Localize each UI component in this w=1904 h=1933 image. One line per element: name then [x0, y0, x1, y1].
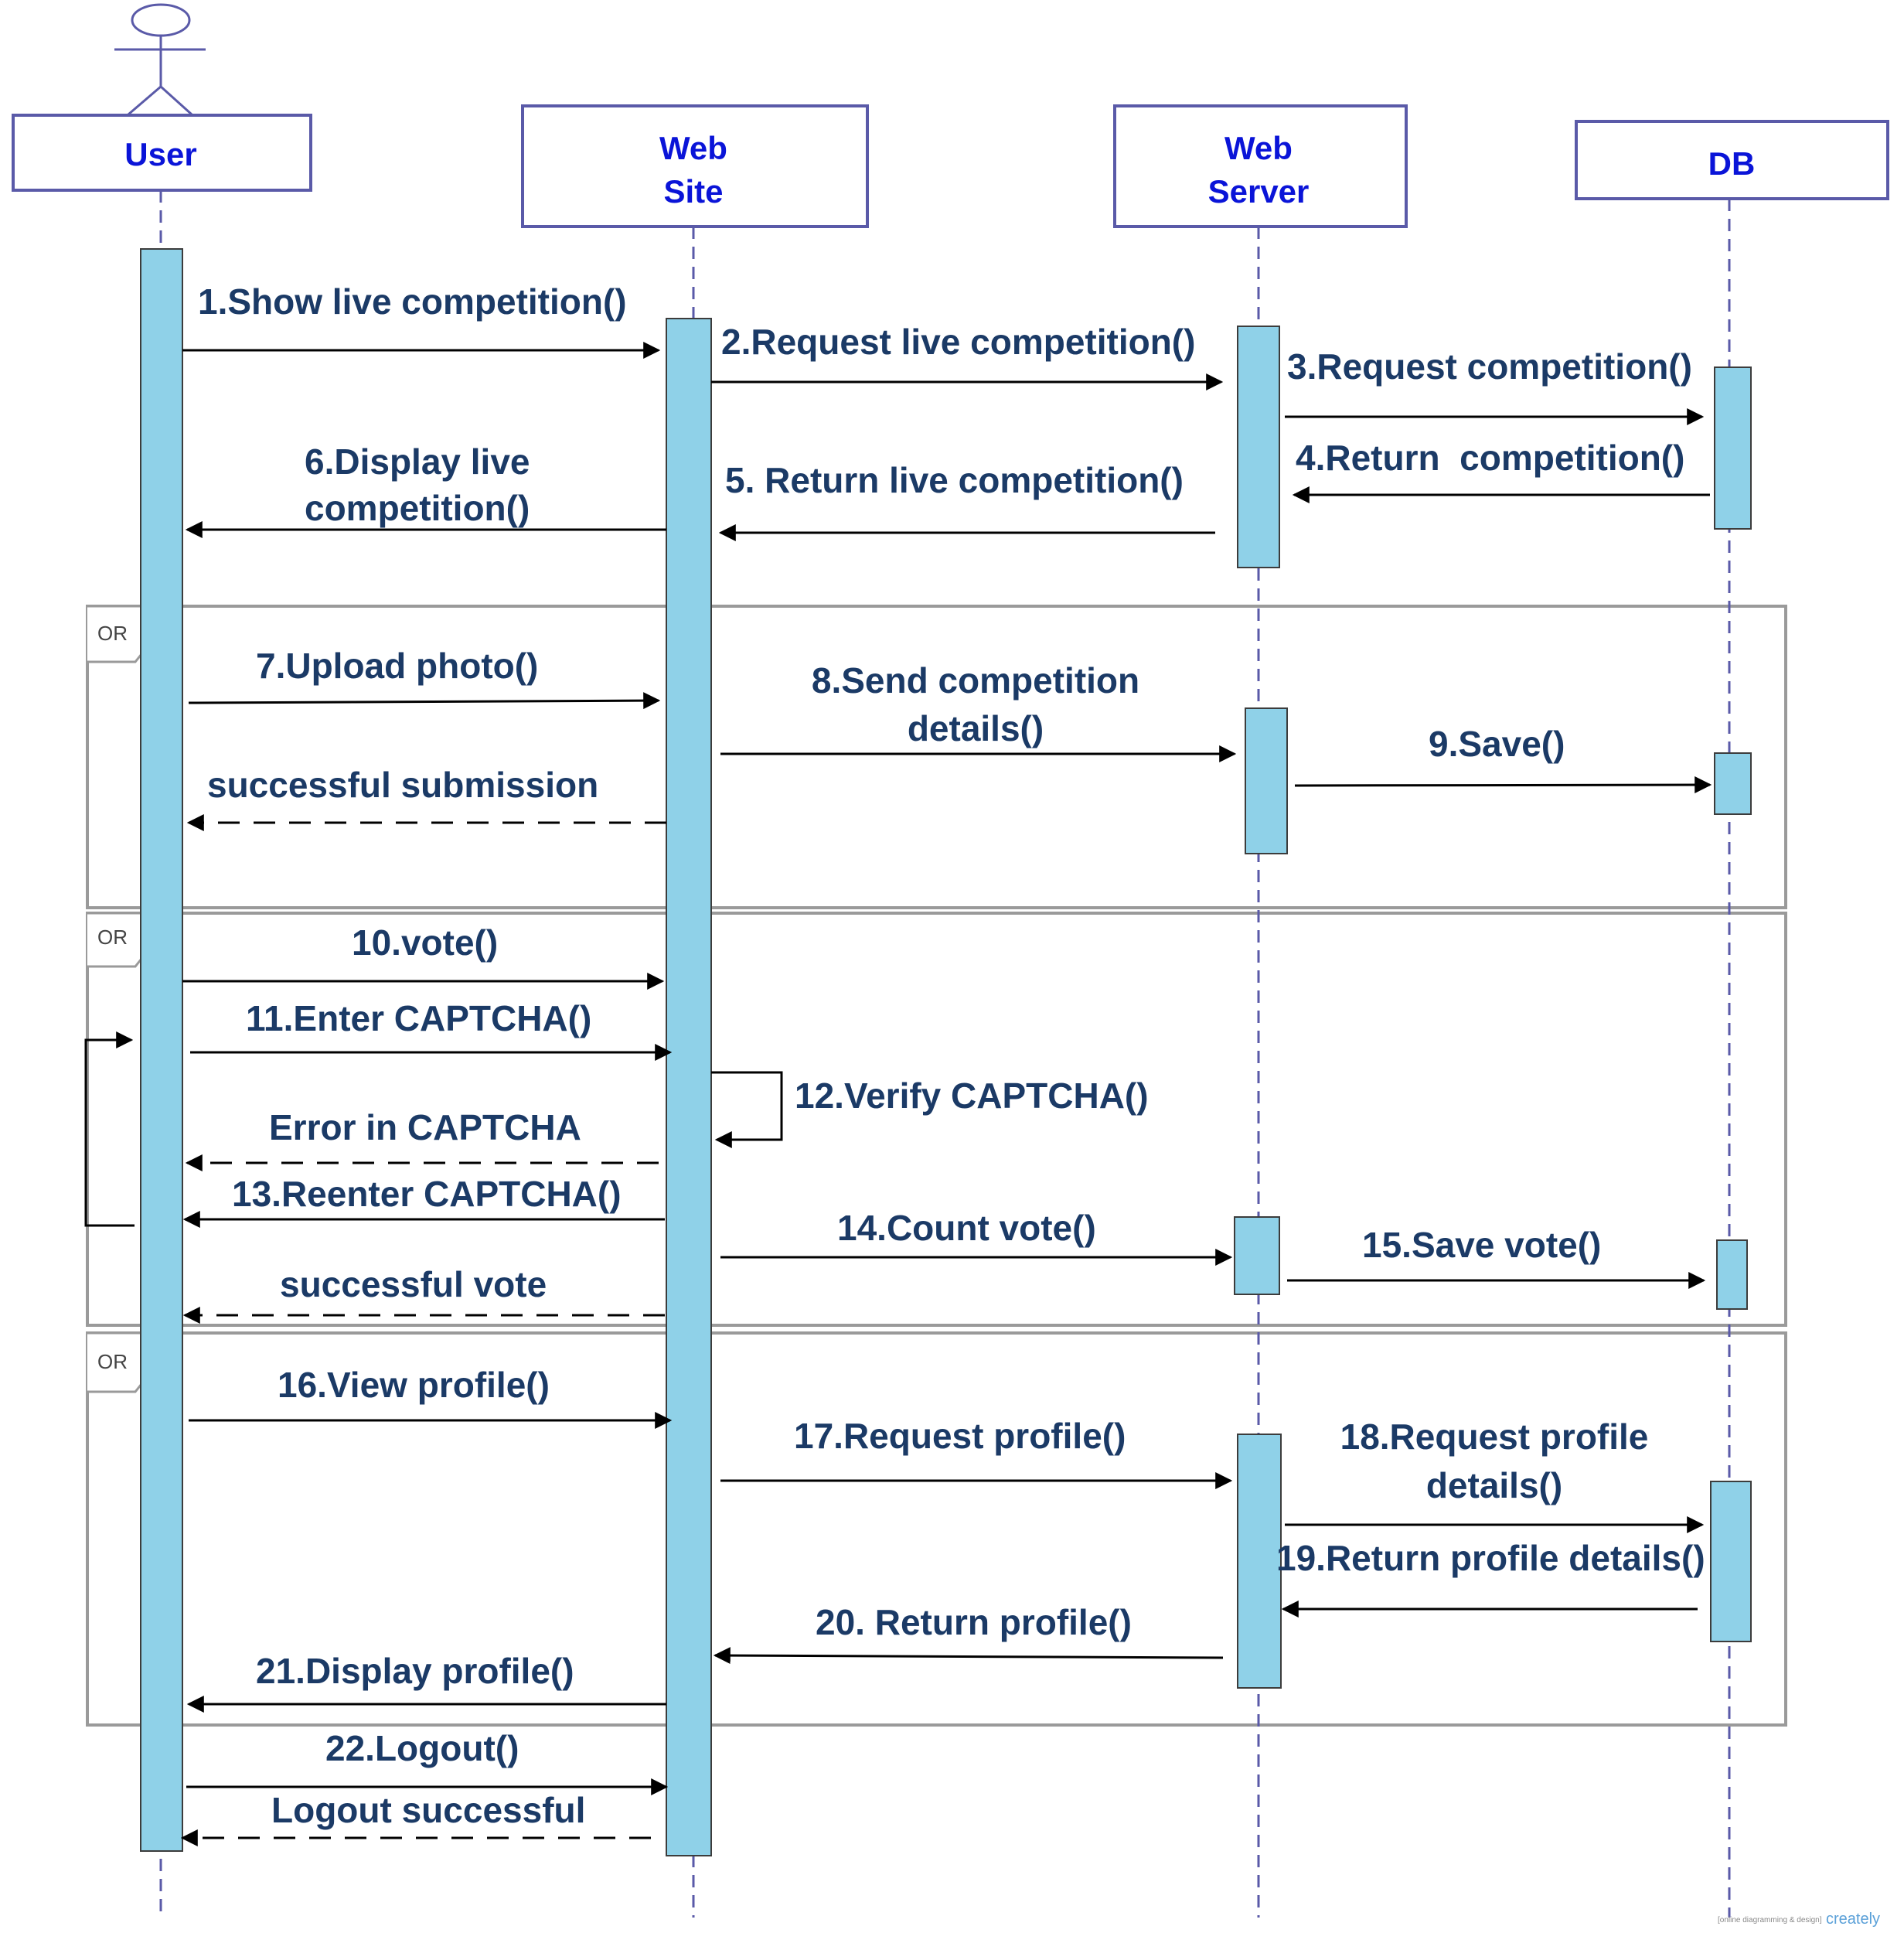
fragment-or-2: OR [86, 912, 1787, 1327]
message-labels: 1.Show live competition() 2.Request live… [198, 281, 1705, 1830]
msg-6-label-2: competition() [305, 488, 530, 528]
participant-webserver: Web Server [1113, 104, 1408, 228]
msg-10-label: 10.vote() [352, 922, 498, 963]
msg-18-label-2: details() [1426, 1465, 1562, 1505]
activation-db-3 [1716, 1239, 1748, 1310]
watermark-tagline: [online diagramming & design] [1718, 1916, 1822, 1924]
activation-db-4 [1710, 1481, 1752, 1642]
watermark-brand: creately [1826, 1911, 1880, 1928]
fragment-or-3-label: OR [97, 1350, 128, 1373]
return-vote-label: successful vote [280, 1264, 547, 1304]
return-submission-label: successful submission [207, 765, 598, 805]
msg-13-label: 13.Reenter CAPTCHA() [232, 1174, 622, 1214]
return-error-label: Error in CAPTCHA [269, 1107, 581, 1147]
msg-19-label: 19.Return profile details() [1276, 1538, 1705, 1578]
participant-db-label: DB [1708, 145, 1756, 182]
msg-3-label: 3.Request competition() [1287, 346, 1692, 387]
creately-watermark: [online diagramming & design] creately [1718, 1911, 1880, 1928]
fragment-or-2-label: OR [97, 926, 128, 949]
arrow-12-self [711, 1071, 783, 1148]
return-logout-label: Logout successful [271, 1790, 585, 1830]
msg-9-label: 9.Save() [1429, 724, 1565, 764]
msg-8-label-2: details() [908, 708, 1044, 748]
activation-db-2 [1714, 752, 1752, 815]
participant-user-label: User [124, 136, 196, 172]
msg-15-label: 15.Save vote() [1362, 1225, 1601, 1265]
msg-5-label: 5. Return live competition() [725, 460, 1184, 500]
activation-db-1 [1714, 366, 1752, 530]
activation-bars [140, 248, 1752, 1856]
msg-4-label: 4.Return competition() [1296, 438, 1684, 478]
msg-17-label: 17.Request profile() [794, 1416, 1126, 1456]
activation-webserver-2 [1245, 707, 1288, 854]
arrow-7 [188, 692, 661, 710]
arrow-9 [1294, 776, 1712, 794]
participant-webserver-label-2: Server [1208, 173, 1310, 210]
participant-website-label-1: Web [659, 130, 727, 166]
msg-1-label: 1.Show live competition() [198, 281, 627, 322]
msg-20-label: 20. Return profile() [816, 1602, 1132, 1642]
activation-website [666, 318, 712, 1856]
arrow-20 [713, 1647, 1224, 1665]
msg-22-label: 22.Logout() [325, 1728, 519, 1768]
msg-7-label: 7.Upload photo() [256, 646, 538, 686]
fragment-or-1-label: OR [97, 622, 128, 645]
msg-12-label: 12.Verify CAPTCHA() [795, 1076, 1149, 1116]
msg-8-label-1: 8.Send competition [812, 660, 1139, 701]
activation-webserver-1 [1237, 326, 1280, 568]
activation-user [140, 248, 183, 1852]
participant-webserver-label-1: Web [1224, 130, 1293, 166]
loop-bracket [84, 1031, 135, 1227]
msg-14-label: 14.Count vote() [837, 1208, 1096, 1248]
activation-webserver-3 [1234, 1216, 1280, 1295]
msg-21-label: 21.Display profile() [256, 1651, 574, 1691]
participant-website: Web Site [521, 104, 869, 228]
msg-2-label: 2.Request live competition() [721, 322, 1195, 362]
msg-6-label-1: 6.Display live [305, 441, 530, 482]
participant-user: User [12, 114, 312, 192]
msg-11-label: 11.Enter CAPTCHA() [246, 998, 591, 1038]
activation-webserver-4 [1237, 1434, 1282, 1689]
message-arrows [84, 342, 1712, 1846]
fragment-or-1: OR [86, 605, 1787, 909]
participant-db: DB [1575, 120, 1889, 200]
msg-16-label: 16.View profile() [278, 1365, 550, 1405]
participant-website-label-2: Site [663, 173, 723, 210]
msg-18-label-1: 18.Request profile [1340, 1417, 1649, 1457]
actor-icon [114, 3, 206, 116]
